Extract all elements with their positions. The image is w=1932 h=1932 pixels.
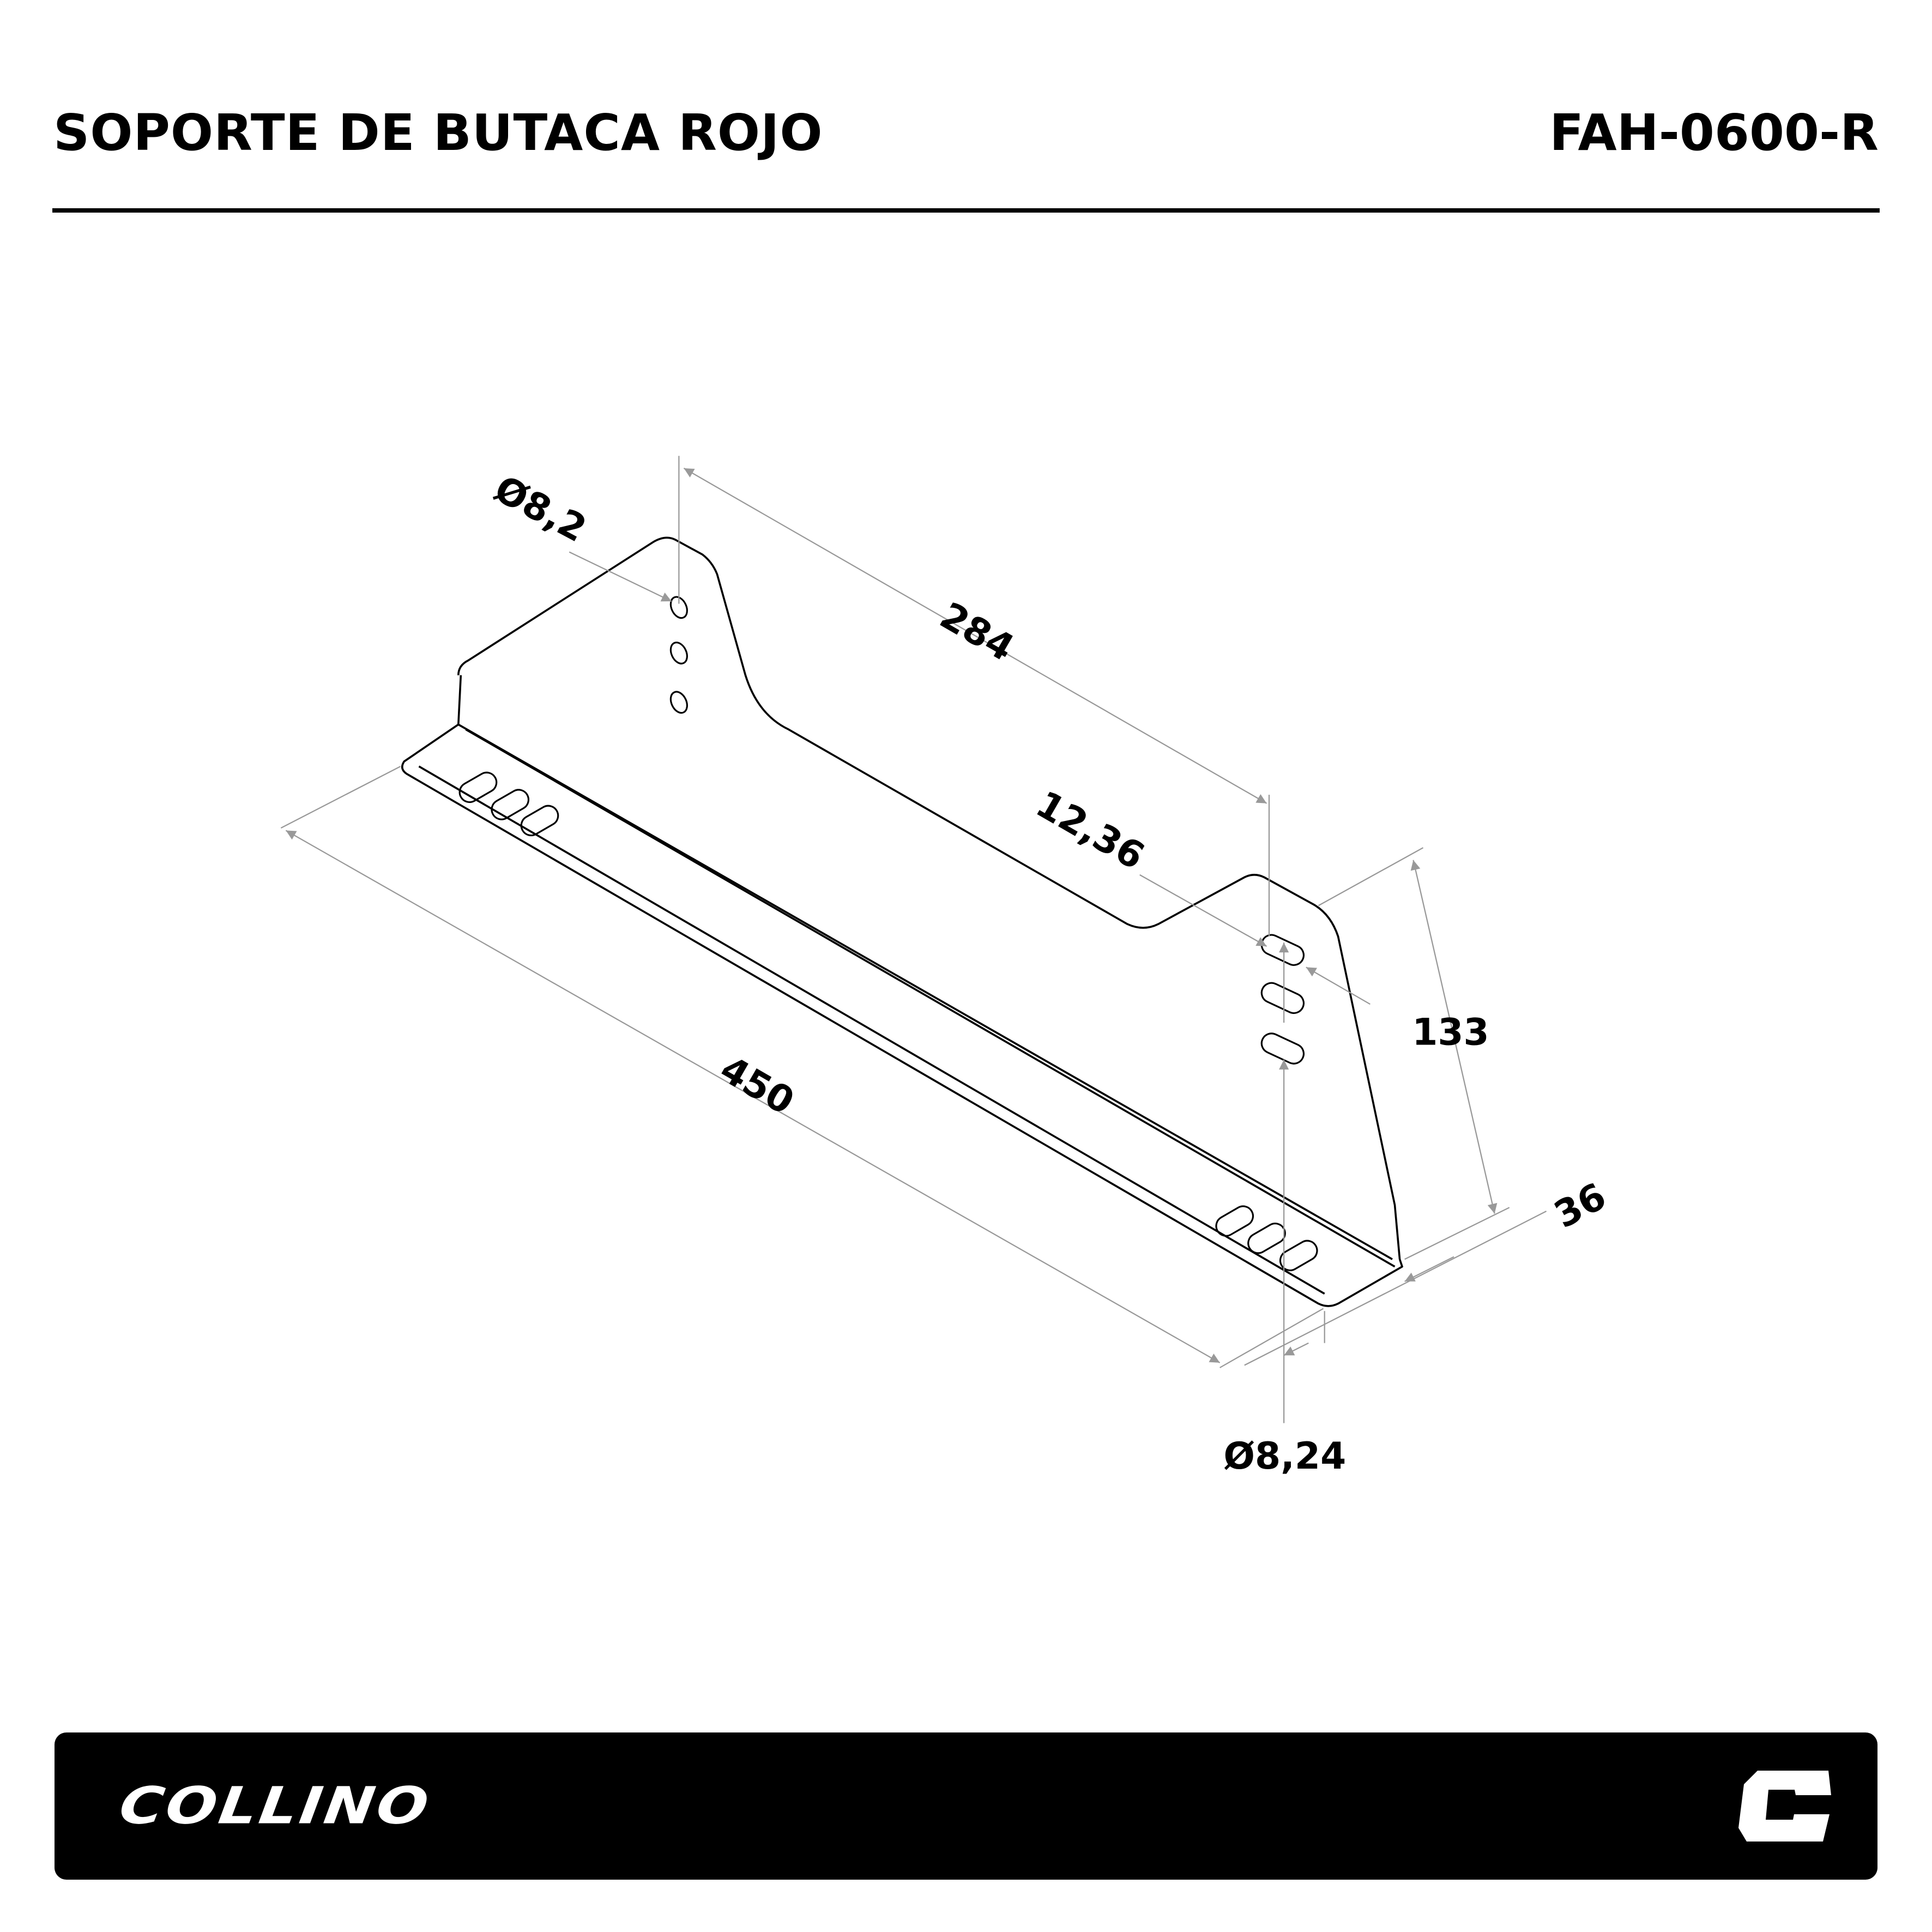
vertical-slots [1260, 934, 1305, 1065]
brand-mark-icon [1738, 1771, 1831, 1842]
round-holes [669, 596, 688, 714]
dim-height: 133 [1412, 1011, 1489, 1054]
drawing-title: SOPORTE DE BUTACA ROJO [53, 104, 823, 162]
brand-logo: COLLINO [116, 1776, 434, 1836]
dim-hole-top: Ø8,2 [488, 467, 594, 551]
header-divider [52, 208, 1880, 213]
dim-length-top: 284 [933, 594, 1021, 669]
bracket-outline [401, 536, 1403, 1307]
dimension-labels: Ø8,2 284 12,36 133 450 36 Ø8,24 [488, 467, 1613, 1478]
dimension-lines [280, 456, 1547, 1423]
dim-hole-bottom: Ø8,24 [1223, 1434, 1346, 1477]
part-code: FAH-0600-R [1549, 104, 1879, 162]
base-slots [458, 771, 1318, 1271]
dim-slot-width: 12,36 [1029, 782, 1151, 878]
dim-flange: 36 [1547, 1174, 1613, 1236]
footer-bar: COLLINO [55, 1732, 1877, 1880]
dim-length-base: 450 [713, 1047, 801, 1123]
